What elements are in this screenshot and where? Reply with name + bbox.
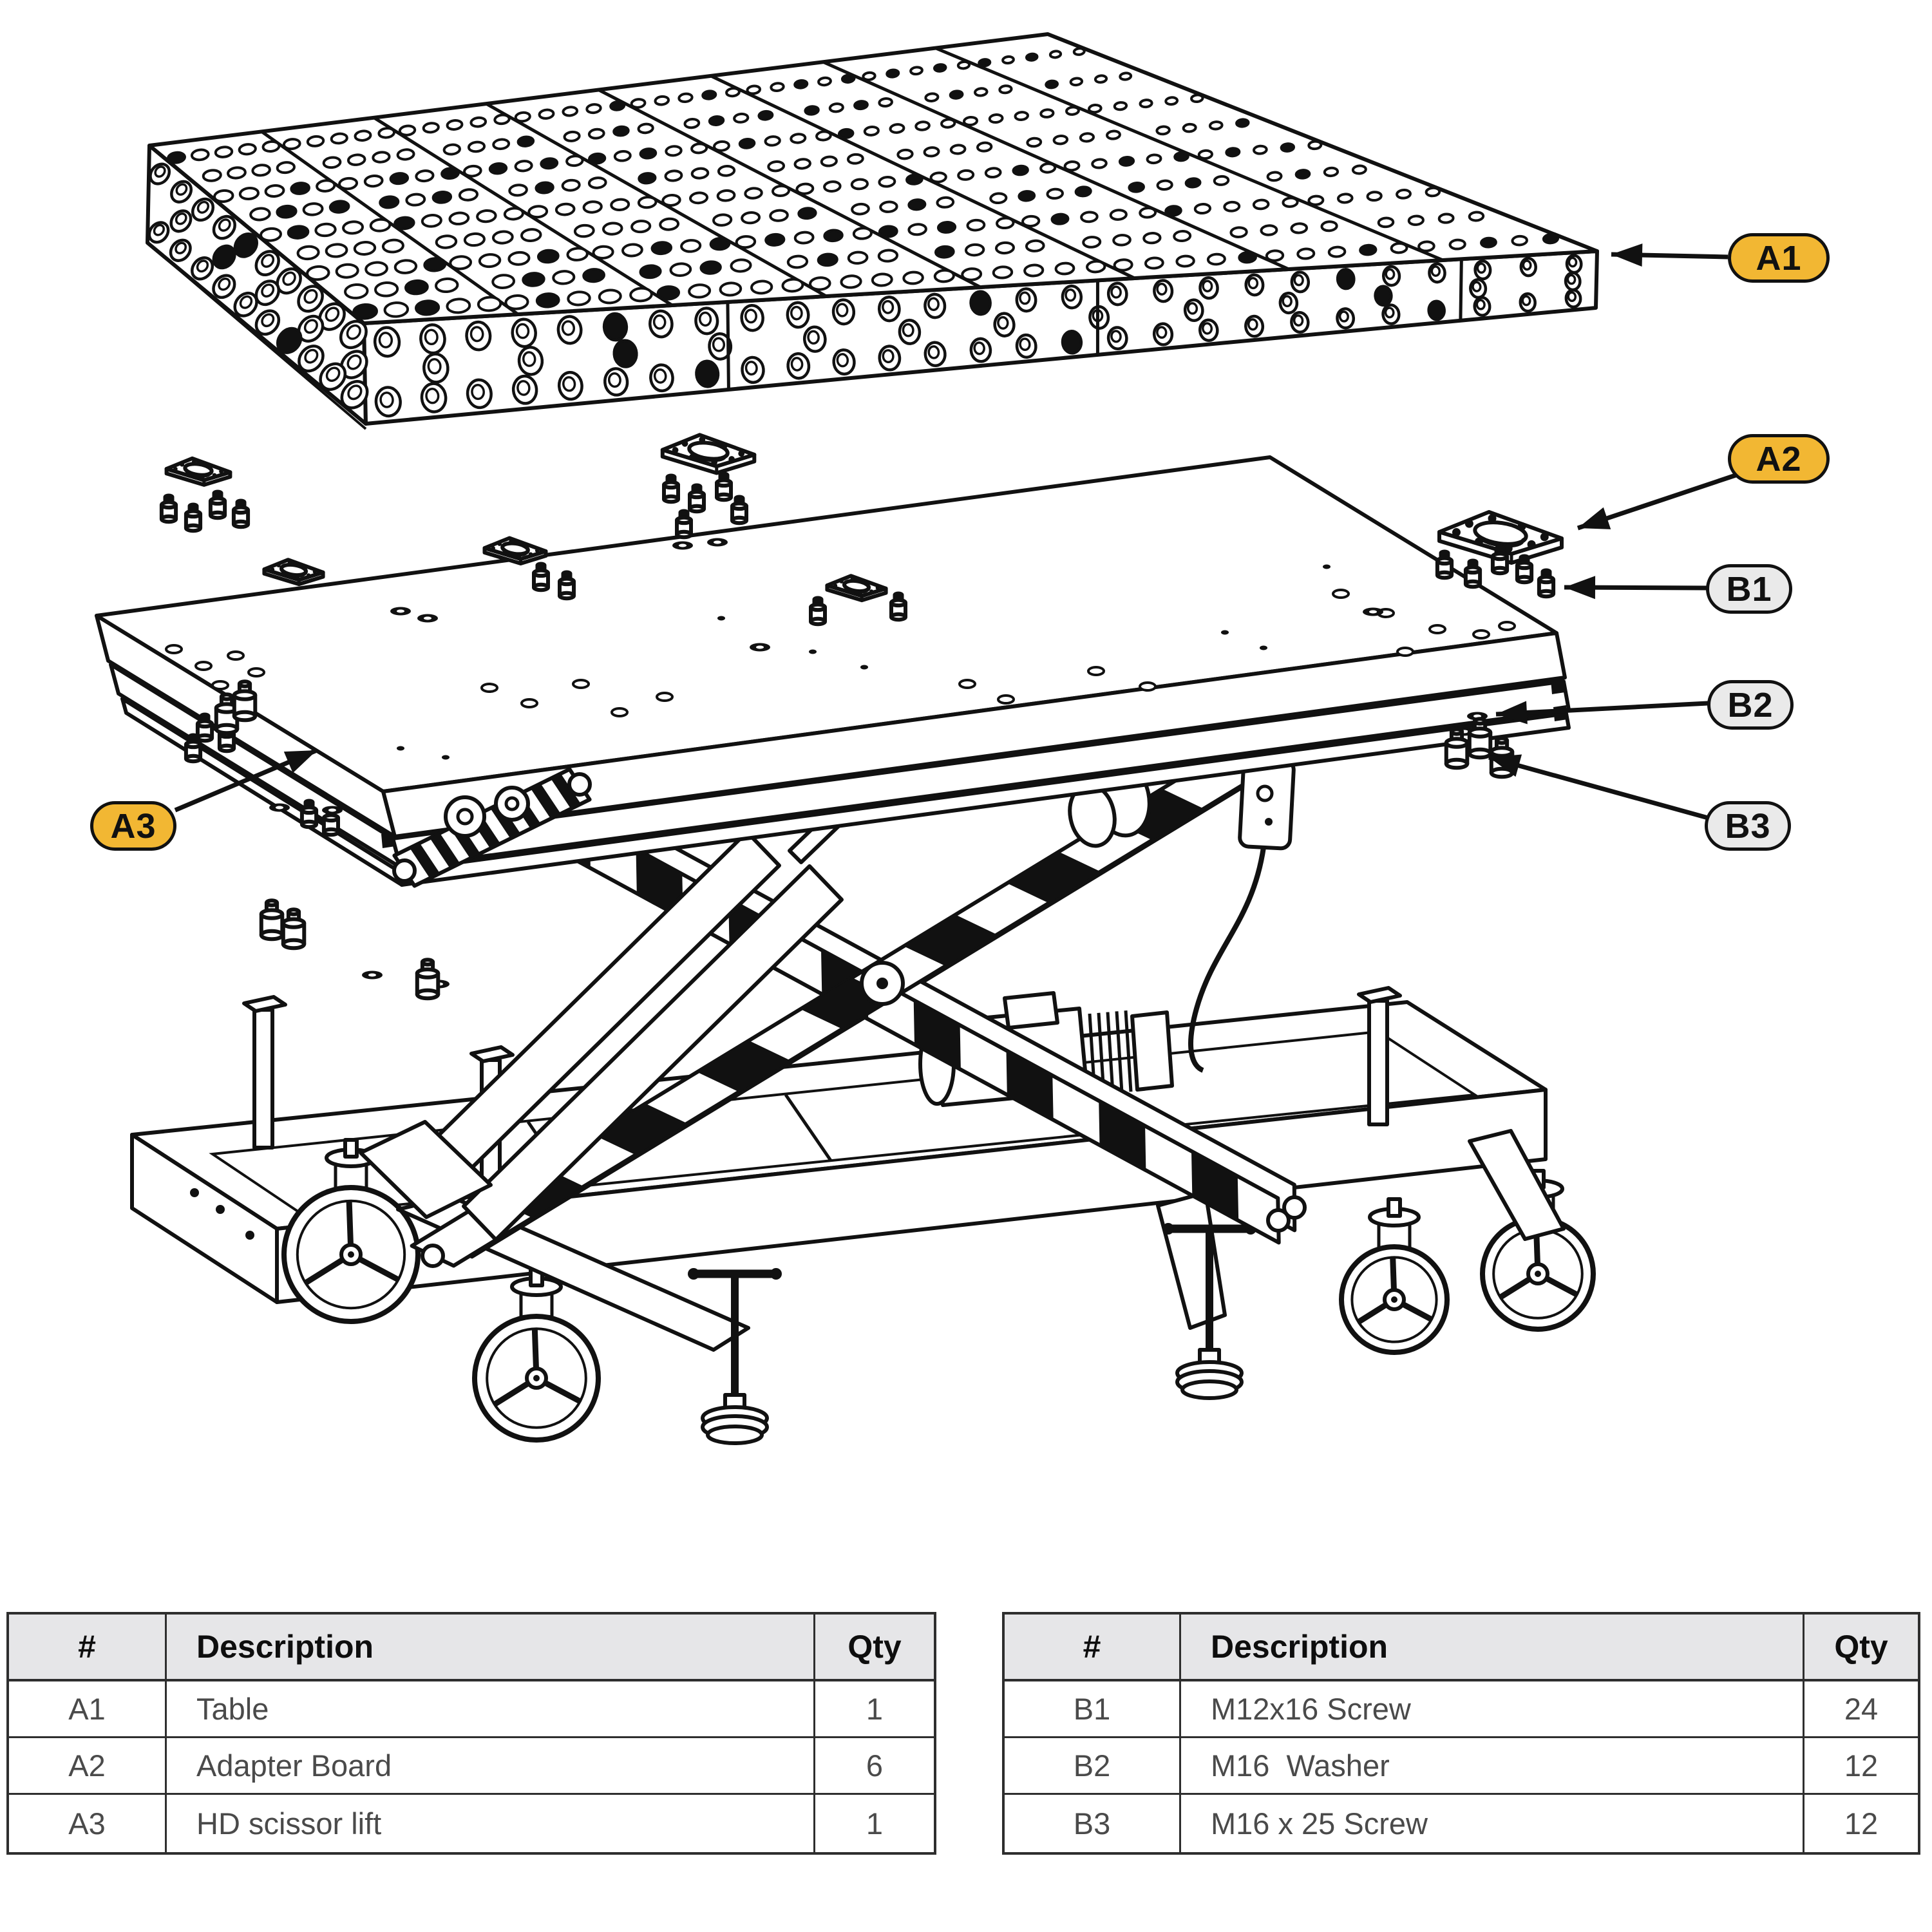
callout-a2: A2 [1728,434,1830,484]
row-b3-desc: M16 x 25 Screw [1181,1795,1804,1852]
col-header-num: # [1005,1615,1181,1681]
col-header-num: # [9,1615,167,1681]
row-b2-qty: 12 [1804,1738,1918,1795]
callout-b2: B2 [1707,680,1794,730]
row-a3-qty: 1 [866,1806,884,1841]
row-a1-num: A1 [9,1681,167,1738]
row-b2-num: B2 [1005,1738,1181,1795]
callout-a3: A3 [90,801,176,851]
row-a3-num: A3 [9,1795,167,1852]
col-header-qty: Qty [815,1615,934,1681]
callout-b3: B3 [1705,801,1791,851]
row-a3-desc: HD scissor lift [167,1795,815,1852]
row-a2-desc: Adapter Board [167,1738,815,1795]
welding-table-a1 [146,32,1599,430]
parts-table-b: # Description Qty B1 M12x16 Screw 24 B2 … [1002,1612,1920,1855]
row-b3-qty: 12 [1844,1806,1879,1841]
screws-b1 [159,471,1556,837]
scissor-lift-a3 [130,686,1596,1445]
parts-table-a: # Description Qty A1 Table 1 A2 Adapter … [6,1612,936,1855]
row-b2-desc: M16 Washer [1181,1738,1804,1795]
row-a1-desc: Table [167,1681,815,1738]
adapter-boards-a2 [164,433,1564,603]
callout-a1: A1 [1728,233,1830,283]
col-header-desc: Description [167,1615,815,1681]
row-a2-num: A2 [9,1738,167,1795]
row-a1-qty: 1 [815,1681,934,1738]
row-b1-desc: M12x16 Screw [1181,1681,1804,1738]
lift-platform [95,455,1571,888]
col-header-desc: Description [1181,1615,1804,1681]
leader-lines [174,243,1737,820]
row-b1-num: B1 [1005,1681,1181,1738]
row-a2-qty: 6 [815,1738,934,1795]
row-b3-num: B3 [1005,1795,1181,1852]
callout-b1: B1 [1706,564,1792,614]
col-header-qty: Qty [1804,1615,1918,1681]
row-b1-qty: 24 [1804,1681,1918,1738]
